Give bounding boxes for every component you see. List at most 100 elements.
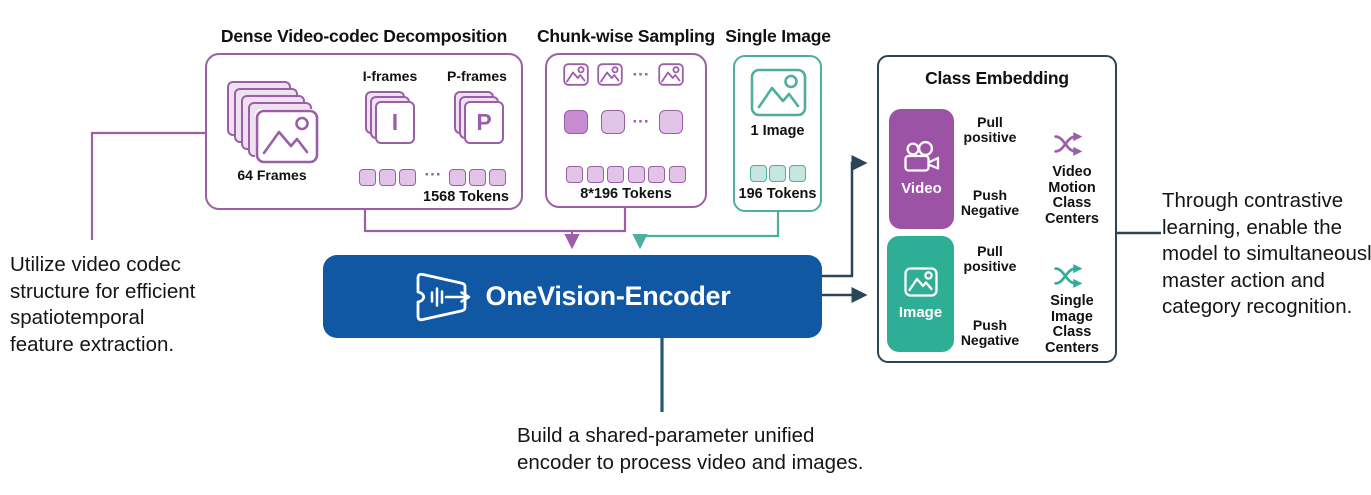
pframes-label: P-frames: [447, 68, 507, 84]
class-embedding-title: Class Embedding: [925, 68, 1069, 88]
image-pull-label: Pull positive: [960, 244, 1020, 274]
onevision-encoder-block: OneVision-Encoder: [323, 255, 822, 338]
note-line: feature extraction.: [10, 332, 175, 356]
video-camera-icon: [903, 141, 939, 172]
push-line: Push: [972, 187, 1008, 203]
frames-count-label: 64 Frames: [237, 167, 307, 183]
note-line: encoder to process video and images.: [517, 451, 864, 474]
token: [566, 166, 584, 183]
push-line: Push: [972, 317, 1008, 333]
right-note: Through contrastive learning, enable the…: [1162, 188, 1371, 321]
mini-picture-icon: [597, 63, 623, 86]
chunk-box-title: Chunk-wise Sampling: [536, 26, 716, 46]
shuffle-icon-purple: [1054, 132, 1083, 156]
note-line: spatiotemporal: [10, 306, 145, 329]
iframes-label: I-frames: [362, 68, 418, 84]
picture-icon: [255, 109, 319, 164]
note-line: Build a shared-parameter unified: [517, 424, 815, 447]
centers-line: Video Motion: [1048, 164, 1096, 196]
centers-line: Class Centers: [1045, 195, 1099, 227]
token: [627, 166, 645, 183]
encoder-to-video-embed-arrow: [822, 154, 868, 278]
chunk-square: [564, 110, 588, 134]
token: [788, 165, 806, 182]
encoder-icon: [416, 272, 470, 321]
dense-tokens-label: 1568 Tokens: [423, 189, 509, 205]
encoder-label: OneVision-Encoder: [485, 281, 731, 311]
video-motion-centers-label: Video Motion Class Centers: [1029, 164, 1115, 227]
frame-stack-front: [255, 109, 319, 164]
dense-decomposition-panel: 64 Frames I-frames P-frames I P ···: [205, 53, 523, 210]
mini-picture-icon: [563, 63, 589, 86]
image-block-label: Image: [898, 304, 943, 321]
frame-stack-icon: [227, 81, 319, 164]
note-line: Utilize video codec: [10, 253, 181, 276]
shuffle-icon-teal: [1054, 264, 1083, 288]
left-note: Utilize video codec structure for effici…: [10, 252, 195, 358]
chunk-square: [659, 110, 683, 134]
iframe-card-stack: I: [365, 91, 415, 144]
chunk-ellipsis-top: ···: [632, 65, 650, 84]
pframe-card-stack: P: [454, 91, 504, 144]
note-line: structure for efficient: [10, 279, 196, 303]
pull-line: Pull: [977, 243, 1003, 259]
token-ellipsis: ···: [424, 165, 442, 184]
note-line: model to simultaneously: [1162, 242, 1371, 265]
token: [399, 169, 416, 186]
single-image-box-title: Single Image: [725, 26, 831, 46]
dense-to-left-note-line: [90, 131, 205, 240]
token: [469, 169, 486, 186]
single-image-count-label: 1 Image: [750, 123, 805, 139]
dense-box-title: Dense Video-codec Decomposition: [220, 26, 508, 46]
token: [749, 165, 767, 182]
pull-line: positive: [963, 129, 1017, 145]
note-line: learning, enable the: [1162, 215, 1343, 239]
pull-line: Pull: [977, 114, 1003, 130]
bottom-note: Build a shared-parameter unified encoder…: [517, 422, 863, 476]
video-block-label: Video: [901, 180, 942, 197]
centers-line: Class Centers: [1045, 324, 1099, 356]
note-line: category recognition.: [1162, 295, 1353, 318]
image-modality-block: Image: [887, 236, 954, 352]
pframe-card-front: P: [464, 101, 504, 144]
centers-line: Single Image: [1050, 293, 1094, 325]
chunk-sampling-panel: ··· ··· 8*196 Tokens: [545, 53, 707, 208]
token: [586, 166, 604, 183]
push-line: Negative: [960, 332, 1020, 348]
iframe-token-row: [359, 169, 416, 186]
single-picture-icon: [750, 68, 807, 117]
mini-picture-icon: [658, 63, 684, 86]
token: [489, 169, 506, 186]
single-image-centers-label: Single Image Class Centers: [1029, 293, 1115, 356]
video-push-label: Push Negative: [960, 188, 1020, 218]
single-tokens-label: 196 Tokens: [738, 186, 817, 202]
iframe-card-front: I: [375, 101, 415, 144]
token: [449, 169, 466, 186]
token: [607, 166, 625, 183]
image-push-label: Push Negative: [960, 318, 1020, 348]
video-modality-block: Video: [889, 109, 954, 229]
chunk-tokens-label: 8*196 Tokens: [580, 186, 672, 202]
token: [379, 169, 396, 186]
note-line: Through contrastive: [1162, 189, 1344, 212]
video-pull-label: Pull positive: [960, 115, 1020, 145]
token: [359, 169, 376, 186]
token: [668, 166, 686, 183]
single-image-panel: 1 Image 196 Tokens: [733, 55, 822, 212]
chunk-square: [601, 110, 625, 134]
chunk-token-row: [547, 166, 705, 183]
class-embedding-panel: Class Embedding Video Image Pull positiv…: [877, 55, 1117, 363]
video-branch-merge-line: [363, 208, 627, 233]
chunk-ellipsis-mid: ···: [632, 112, 650, 131]
iframe-letter: I: [391, 109, 399, 135]
pframe-letter: P: [476, 109, 492, 135]
single-token-row: [735, 165, 820, 182]
image-branch-line: [640, 212, 780, 238]
image-picture-icon: [903, 267, 938, 297]
token: [769, 165, 786, 182]
note-line: master action and: [1162, 268, 1325, 292]
pframe-token-row: [449, 169, 506, 186]
pull-line: positive: [963, 258, 1017, 274]
push-line: Negative: [960, 202, 1020, 218]
